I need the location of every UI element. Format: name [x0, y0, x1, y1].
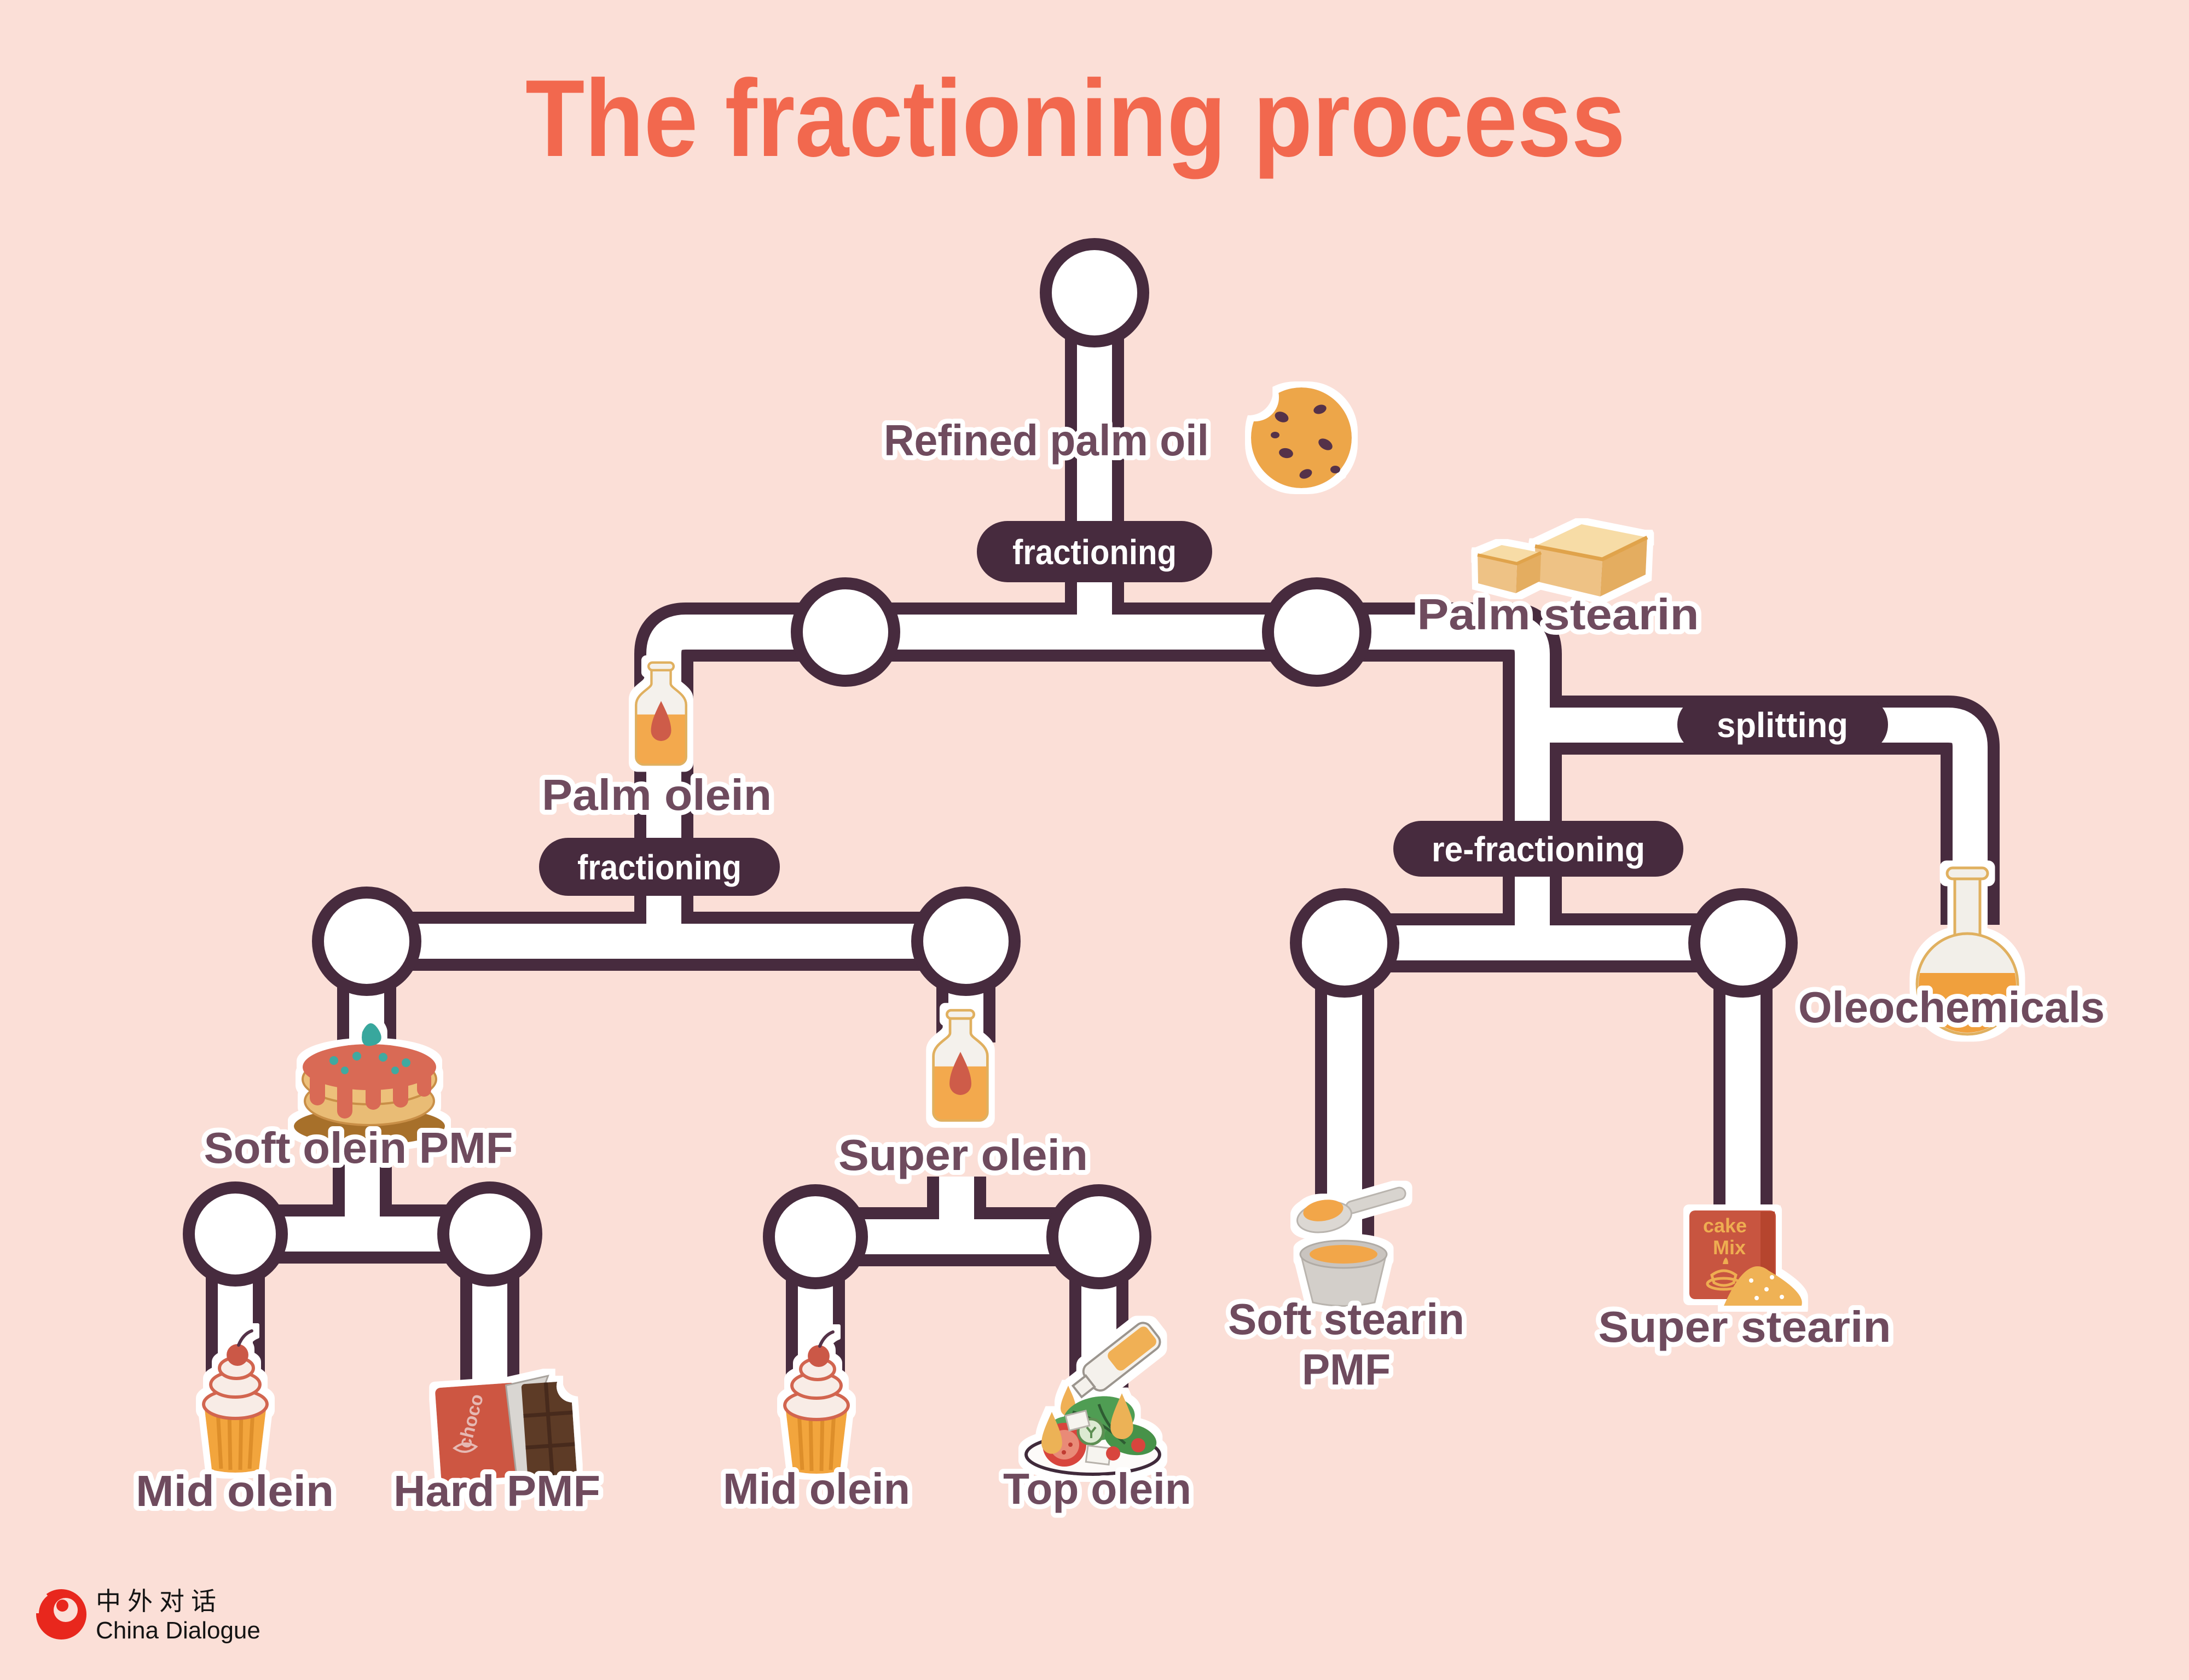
label-soft-stearin-line1: Soft stearin [1228, 1295, 1464, 1343]
salad-plate-icon [1024, 1322, 1161, 1476]
bowl-with-spoon-icon [1296, 1186, 1406, 1307]
junction-nodes [183, 238, 1798, 1289]
pill-splitting-label: splitting [1717, 705, 1848, 745]
label-soft-olein-pmf: Soft olein PMF [204, 1123, 513, 1172]
chocolate-bar-icon: choco [435, 1375, 577, 1482]
label-hard-pmf: Hard PMF [393, 1467, 600, 1515]
cake-mix-box-icon: cake Mix [1689, 1210, 1802, 1306]
node-t5-right [1688, 888, 1798, 998]
label-mid-olein-left: Mid olein [136, 1467, 334, 1515]
round-flask-icon [1915, 866, 2019, 1036]
process-pills: fractioning fractioning splitting re-fra… [539, 521, 1888, 896]
label-palm-olein: Palm olein [542, 771, 772, 819]
pill-fractioning-left [539, 838, 780, 896]
pill-splitting [1677, 696, 1888, 753]
node-t3-right [437, 1181, 542, 1287]
pill-fractioning-left-label: fractioning [577, 848, 742, 887]
label-super-stearin: Super stearin [1599, 1302, 1891, 1351]
label-soft-stearin-line2: PMF [1302, 1345, 1391, 1394]
node-t4-right [1046, 1184, 1151, 1289]
pill-re-fractioning [1393, 821, 1683, 877]
node-t5-left [1290, 888, 1399, 998]
labels: Refined palm oil Palm stearin Palm olein… [131, 411, 2110, 1520]
pill-fractioning-top [977, 521, 1212, 582]
node-t1-left [791, 577, 900, 687]
pill-fractioning-top-label: fractioning [1012, 532, 1177, 572]
logo-english-text: China Dialogue [96, 1617, 260, 1644]
cake-mix-text-line2: Mix [1713, 1236, 1746, 1259]
butter-blocks-icon [1477, 524, 1648, 596]
label-palm-stearin: Palm stearin [1417, 590, 1699, 639]
node-t2-left [312, 887, 421, 996]
page-title: The fractioning process [525, 57, 1625, 179]
label-super-olein: Super olein [838, 1131, 1088, 1179]
logo-chinese-text: 中外对话 [96, 1587, 223, 1615]
label-oleochemicals: Oleochemicals [1798, 983, 2105, 1032]
node-t3-left [183, 1181, 288, 1287]
cookie-icon [1251, 387, 1352, 488]
china-dialogue-logo: 中外对话 China Dialogue [33, 1587, 260, 1644]
pancakes-icon [294, 1023, 445, 1145]
china-dialogue-logo-mark [33, 1589, 86, 1640]
label-top-olein: Top olein [1003, 1464, 1191, 1513]
cake-mix-text-line1: cake [1703, 1214, 1747, 1237]
pill-re-fractioning-label: re-fractioning [1432, 830, 1645, 869]
node-t1-right [1262, 577, 1371, 687]
node-t4-left [763, 1184, 868, 1289]
node-refined-palm-oil [1040, 238, 1149, 347]
node-t2-right [911, 887, 1021, 996]
label-refined-palm-oil: Refined palm oil [884, 416, 1209, 465]
label-mid-olein-mid: Mid olein [723, 1464, 910, 1513]
